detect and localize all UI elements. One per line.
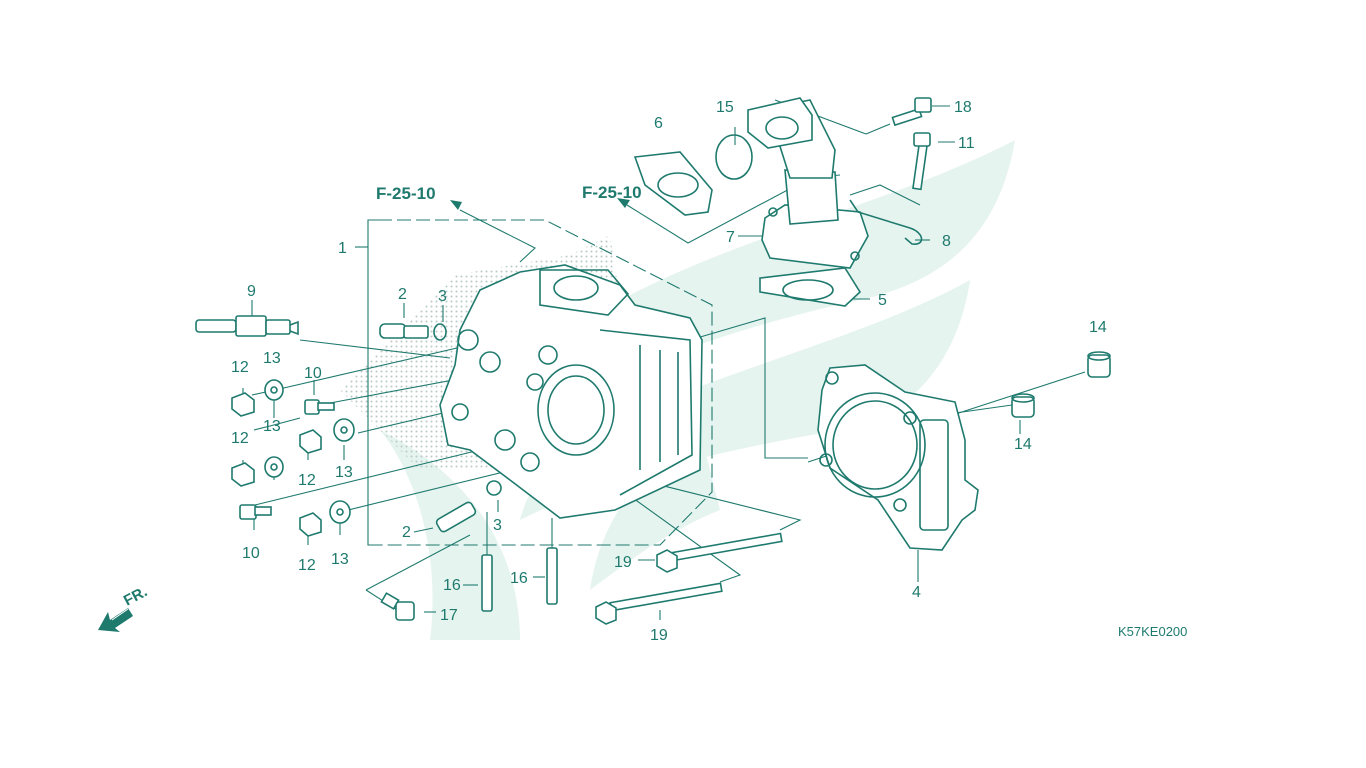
callout-13-a: 13 <box>263 350 281 367</box>
part-14-dowel-pins <box>1011 351 1111 418</box>
part-9-spark-plug <box>195 315 299 337</box>
part-12-nuts <box>231 392 322 537</box>
callout-12-d: 12 <box>298 557 316 574</box>
callout-12-b: 12 <box>231 430 249 447</box>
assembly-boundary <box>355 219 713 546</box>
callout-6: 6 <box>654 115 663 132</box>
callout-1: 1 <box>338 240 347 257</box>
front-direction-label: FR. <box>121 583 150 609</box>
callout-4: 4 <box>912 584 921 601</box>
part-6-insulator <box>633 151 713 216</box>
callout-12-a: 12 <box>231 359 249 376</box>
reference-arrows <box>450 198 630 210</box>
callout-11: 11 <box>958 135 975 152</box>
callout-3-upper: 3 <box>438 288 447 305</box>
part-8-clip <box>849 199 923 245</box>
part-18-bolt <box>891 97 932 127</box>
callout-14-upper: 14 <box>1089 319 1107 336</box>
callout-13-c: 13 <box>335 464 353 481</box>
callout-5: 5 <box>878 292 887 309</box>
part-2-upper <box>379 323 429 339</box>
part-15-o-ring <box>715 134 753 180</box>
reference-label-left: F-25-10 <box>376 184 436 203</box>
callout-numbers: 1 2 2 3 3 4 5 6 7 8 9 10 10 11 12 12 12 … <box>231 99 1107 644</box>
part-10-bolt-lower <box>239 504 272 520</box>
part-4-head-gasket <box>817 364 979 551</box>
callout-3-lower: 3 <box>493 517 502 534</box>
part-13-washers <box>264 379 355 524</box>
callout-16-right: 16 <box>510 570 528 587</box>
part-1-cylinder-head <box>439 264 703 519</box>
reference-label-right: F-25-10 <box>582 183 642 202</box>
part-16-studs <box>481 512 558 612</box>
callout-10-lower: 10 <box>242 545 260 562</box>
part-17-bolt <box>380 592 415 621</box>
part-10-bolt-upper <box>304 399 335 415</box>
front-direction-arrow-icon <box>98 608 133 632</box>
callout-12-c: 12 <box>298 472 316 489</box>
part-19-bolts <box>595 532 783 625</box>
part-2-lower <box>435 501 477 533</box>
part-5-manifold-gasket <box>759 267 862 307</box>
callout-13-b: 13 <box>263 418 281 435</box>
callout-17: 17 <box>440 607 458 624</box>
callout-9: 9 <box>247 283 256 300</box>
callout-7: 7 <box>726 229 735 246</box>
diagram-code: K57KE0200 <box>1118 624 1187 639</box>
callout-18: 18 <box>954 99 972 116</box>
part-11-bolt <box>912 132 931 191</box>
callout-14-lower: 14 <box>1014 436 1032 453</box>
part-7-intake-manifold <box>747 97 869 269</box>
callout-2-upper: 2 <box>398 286 407 303</box>
callout-13-d: 13 <box>331 551 349 568</box>
callout-2-lower: 2 <box>402 524 411 541</box>
part-3-lower <box>486 480 502 496</box>
callout-15: 15 <box>716 99 734 116</box>
callout-10-upper: 10 <box>304 365 322 382</box>
callout-19-upper: 19 <box>614 554 632 571</box>
callout-8: 8 <box>942 233 951 250</box>
part-3-upper <box>433 323 447 341</box>
callout-16-left: 16 <box>443 577 461 594</box>
callout-19-lower: 19 <box>650 627 668 644</box>
